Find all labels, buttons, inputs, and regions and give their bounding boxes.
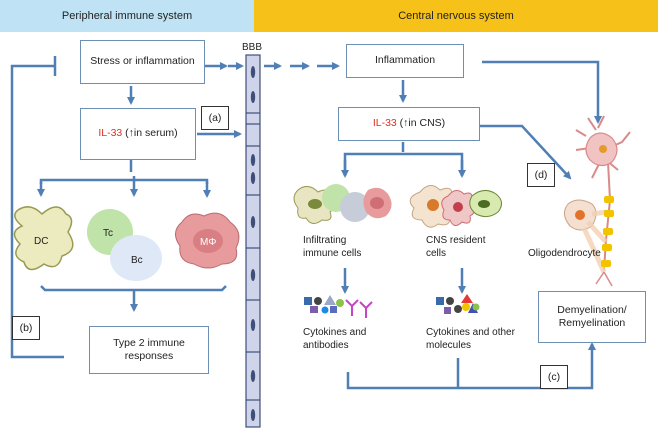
- tag-c: (c): [540, 365, 568, 389]
- peripheral-header-text: Peripheral immune system: [61, 10, 193, 22]
- cns-resident-cells-illustration: [409, 185, 502, 228]
- demyelination-box: Demyelination/ Remyelination: [538, 291, 646, 343]
- il33-cns-text: (↑in CNS): [399, 117, 446, 130]
- bbb-label: BBB: [242, 42, 263, 53]
- macrophage-label: MΦ: [200, 237, 217, 248]
- cytokines-molecules-label: Cytokines and other molecules: [426, 327, 515, 351]
- il33-serum-box: IL-33 (↑in serum): [80, 108, 196, 160]
- stress-inflammation-text: Stress or inflammation: [90, 55, 195, 68]
- il33-serum-text: (↑in serum): [125, 127, 178, 140]
- flow-arrows: [37, 60, 602, 390]
- tc-label: Tc: [103, 228, 113, 239]
- dc-cell-shape: [13, 206, 74, 271]
- tag-b: (b): [12, 316, 40, 340]
- cytokines-antibodies-icons: [304, 295, 373, 318]
- stress-inflammation-box: Stress or inflammation: [80, 40, 205, 84]
- type2-immune-box: Type 2 immune responses: [89, 326, 209, 374]
- type2-immune-text: Type 2 immune responses: [113, 336, 185, 362]
- il33-cns-box: IL-33 (↑in CNS): [338, 107, 480, 141]
- tag-b-text: (b): [19, 322, 33, 334]
- cytokines-molecules-icons: [436, 294, 480, 314]
- tag-c-text: (c): [547, 371, 561, 383]
- cytokines-antibodies-label: Cytokines and antibodies: [303, 327, 367, 351]
- macrophage-cell-shape: [175, 212, 240, 269]
- bc-cell-shape: [110, 235, 162, 281]
- cns-resident-cells-label: CNS resident cells: [426, 235, 486, 259]
- tag-d: (d): [527, 163, 555, 187]
- tag-d-text: (d): [534, 169, 548, 181]
- central-header-text: Central nervous system: [398, 10, 514, 22]
- inflammation-box: Inflammation: [346, 44, 464, 78]
- blood-brain-barrier: [245, 54, 261, 428]
- infiltrating-cells-illustration: [293, 184, 392, 224]
- peripheral-header: Peripheral immune system: [0, 0, 254, 32]
- bc-label: Bc: [131, 255, 143, 266]
- tag-a-text: (a): [208, 112, 222, 124]
- oligodendrocyte-illustration: [564, 115, 631, 287]
- inflammation-text: Inflammation: [374, 54, 436, 67]
- il33-cns-marker: IL-33: [372, 117, 397, 130]
- tag-a: (a): [201, 106, 229, 130]
- oligodendrocyte-label: Oligodendrocyte: [528, 248, 601, 259]
- infiltrating-cells-label: Infiltrating immune cells: [303, 235, 362, 259]
- central-header: Central nervous system: [254, 0, 658, 32]
- demyelination-text: Demyelination/ Remyelination: [557, 303, 627, 329]
- dc-label: DC: [34, 236, 49, 247]
- il33-serum-marker: IL-33: [98, 127, 123, 140]
- feedback-inhibition-line: [10, 56, 64, 359]
